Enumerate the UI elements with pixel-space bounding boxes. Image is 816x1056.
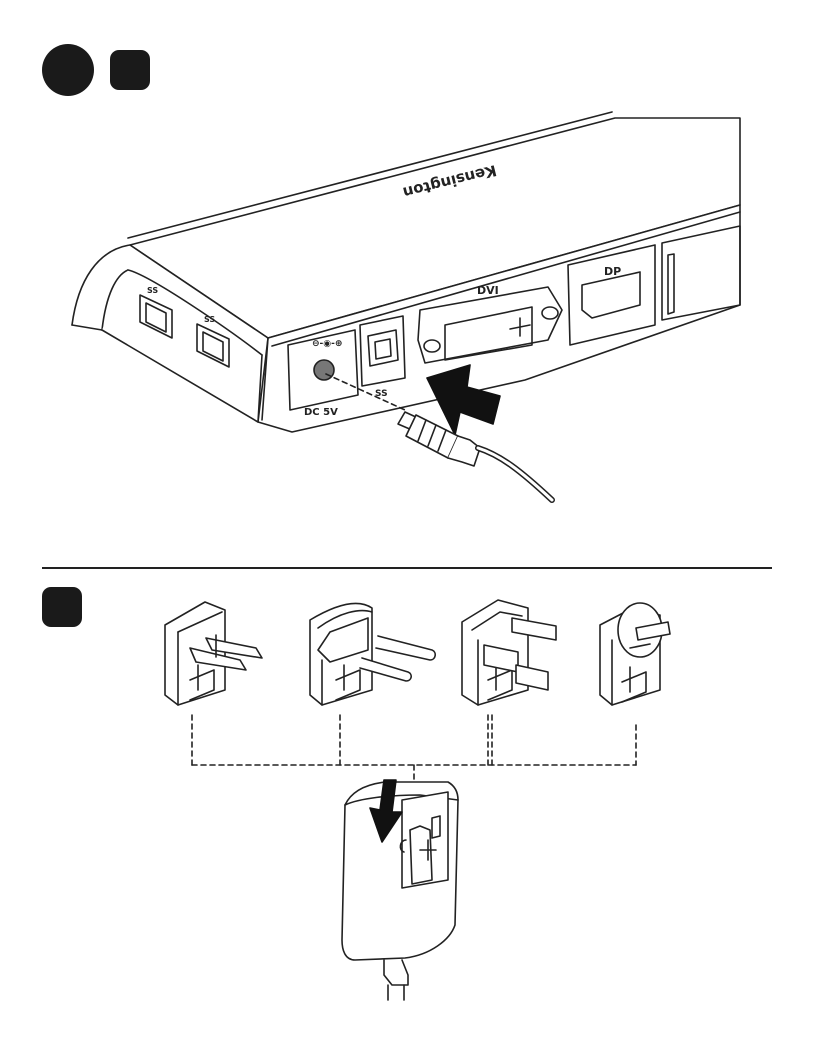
dc-port-label: DC 5V [304, 407, 338, 418]
dvi-label: DVI [477, 284, 499, 297]
dp-label: DP [604, 265, 621, 278]
usb-port-1-label: SS [147, 286, 158, 295]
docking-station: Kensington SS SS ⊖-◉-⊕ DC 5V [72, 112, 740, 432]
uk-plug-adapter [462, 600, 556, 705]
us-plug-adapter [165, 602, 262, 705]
dc-power-plug [398, 412, 552, 500]
usb-port-2-label: SS [204, 315, 215, 324]
eu-plug-adapter [310, 604, 435, 705]
svg-text:⊖-◉-⊕: ⊖-◉-⊕ [312, 339, 342, 349]
au-plug-adapter [600, 603, 670, 705]
